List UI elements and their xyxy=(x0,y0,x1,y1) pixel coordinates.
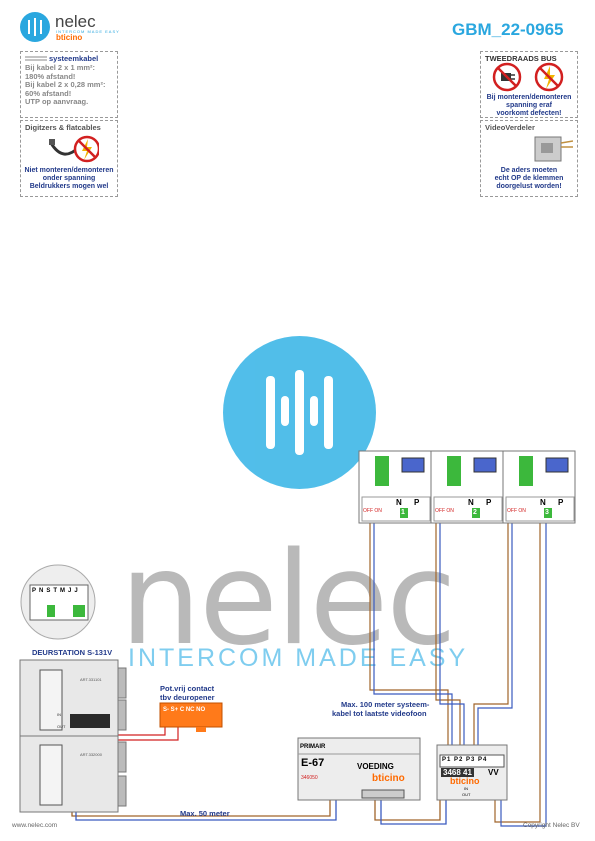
monitor-2-p: P xyxy=(486,498,492,507)
monitor-1-switch: OFF ON xyxy=(363,508,382,514)
distributor-vv: VV xyxy=(488,768,499,777)
video-distributor-icon xyxy=(534,136,573,162)
document-id: GBM_22-0965 xyxy=(452,20,564,39)
monitor-2-n: N xyxy=(468,498,474,507)
relay-title-1: Pot.vrij contact xyxy=(160,684,215,693)
notice-cable-title: systeemkabel xyxy=(49,54,99,63)
notice-system-cable: systeemkabel Bij kabel 2 x 1 mm²: 180% a… xyxy=(20,51,118,118)
logo-text: nelec xyxy=(55,12,96,31)
notice-video-body: De aders moeten echt OP de klemmen doorg… xyxy=(494,167,564,190)
monitor-3 xyxy=(502,450,576,524)
door-module-code-top: ART.331101 xyxy=(80,677,102,682)
wire-power-to-distributor xyxy=(374,800,447,825)
footer-copyright: Copyright Nelec BV xyxy=(523,822,580,829)
monitor-1-number: 1 xyxy=(401,509,405,516)
no-voltage-flatcable-icon xyxy=(49,135,99,163)
notice-cable-body: Bij kabel 2 x 1 mm²: 180% afstand! Bij k… xyxy=(25,63,106,106)
door-station-title: DEURSTATION S-131V xyxy=(32,648,113,657)
door-station-panel xyxy=(19,659,127,813)
cable-icon xyxy=(25,56,47,61)
notice-bus-title: TWEEDRAADS BUS xyxy=(485,54,557,63)
label-max-100-line2: kabel tot laatste videofoon xyxy=(332,709,427,718)
monitor-2-number: 2 xyxy=(473,509,477,516)
footer-website: www.nelec.com xyxy=(12,822,58,829)
notice-digitizers-body: Niet monteren/demonteren onder spanning … xyxy=(24,167,114,190)
monitor-2-switch: OFF ON xyxy=(435,508,454,514)
power-brand: bticino xyxy=(372,773,405,784)
door-terminal-detail xyxy=(20,564,96,640)
monitor-3-number: 3 xyxy=(545,509,549,516)
distributor-code: 3468 41 xyxy=(441,768,474,777)
watermark-logo-circle xyxy=(223,336,376,489)
logo-subtitle: INTERCOM MADE EASY xyxy=(56,29,120,34)
power-label: VOEDING xyxy=(357,762,394,771)
monitor-3-n: N xyxy=(540,498,546,507)
power-model: E-67 xyxy=(301,757,325,769)
notice-digitizers-title: Digitzers & flatcables xyxy=(25,123,101,132)
relay-clip xyxy=(196,727,206,732)
label-max-50: Max. 50 meter xyxy=(180,809,230,818)
nelec-logo-icon xyxy=(20,12,50,42)
notice-two-wire-bus: TWEEDRAADS BUS Bij monteren/demonteren s… xyxy=(480,51,578,118)
relay-terminals: S- S+ C NC NO xyxy=(163,707,206,713)
notice-video-title: VideoVerdeler xyxy=(485,123,535,132)
monitor-2 xyxy=(430,450,504,524)
monitor-1 xyxy=(358,450,432,524)
notice-bus-body: Bij monteren/demonteren spanning eraf vo… xyxy=(486,94,572,117)
monitor-1-p: P xyxy=(414,498,420,507)
door-module-code-bottom: ART.332000 xyxy=(80,752,102,757)
door-in-label: IN xyxy=(57,712,61,717)
distributor-ports: P1 P2 P3 P4 xyxy=(442,757,488,763)
relay-title-2: tbv deuropener xyxy=(160,693,215,702)
power-primary-label: PRIMAIR xyxy=(300,744,326,750)
watermark-subtitle: INTERCOM MADE EASY xyxy=(128,644,469,672)
watermark-text: nelec xyxy=(120,525,457,674)
door-out-label: OUT xyxy=(57,724,66,729)
relay-module xyxy=(159,702,223,728)
monitor-3-p: P xyxy=(558,498,564,507)
bticino-logo: bticino xyxy=(56,33,83,42)
watermark-logo-icon xyxy=(266,370,333,455)
monitor-1-n: N xyxy=(396,498,402,507)
no-plug-voltage-icon xyxy=(492,62,564,92)
power-code: 346050 xyxy=(301,775,318,781)
power-supply xyxy=(297,737,421,801)
wire-distributor-to-monitors xyxy=(369,470,547,827)
distributor-in-label: IN xyxy=(464,786,468,791)
distributor-brand: bticino xyxy=(450,776,480,786)
notice-digitizers: Digitzers & flatcables Niet monteren/dem… xyxy=(20,120,118,197)
door-terminal-labels: PNSTMJJ xyxy=(32,588,81,594)
notice-video-distributor: VideoVerdeler De aders moeten echt OP de… xyxy=(480,120,578,197)
distributor-out-label: OUT xyxy=(462,792,471,797)
label-max-100-line1: Max. 100 meter systeem- xyxy=(341,700,430,709)
monitor-3-switch: OFF ON xyxy=(507,508,526,514)
